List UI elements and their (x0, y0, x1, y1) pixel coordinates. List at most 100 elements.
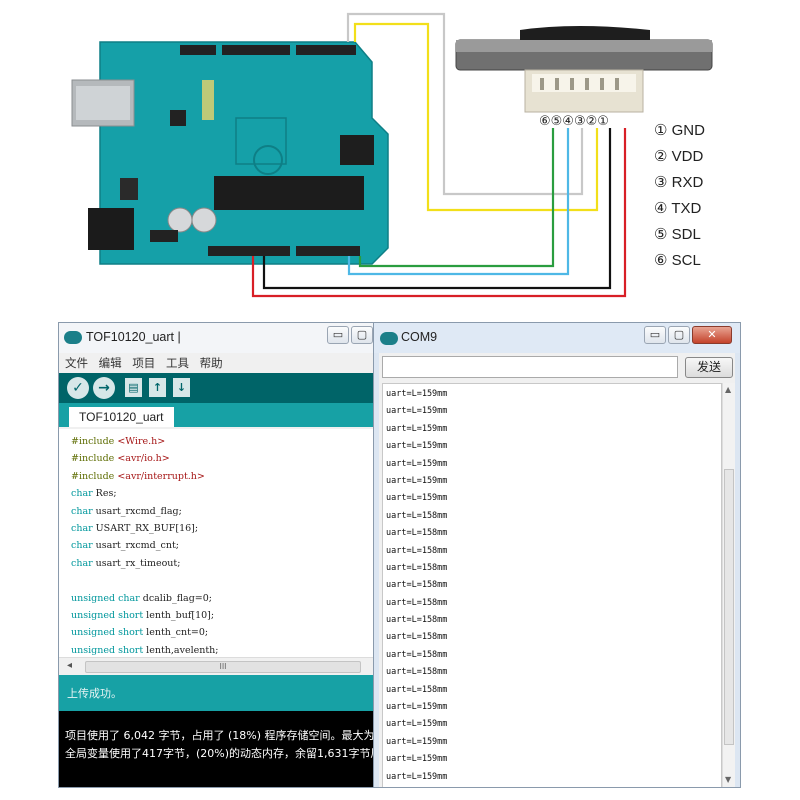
serial-line: uart=L=158mm (386, 510, 448, 521)
save-icon[interactable]: ↓ (173, 378, 190, 397)
arduino-logo-icon (64, 331, 82, 344)
code-type: unsigned short (71, 627, 144, 639)
wire-yellow (353, 22, 599, 212)
send-input[interactable] (382, 356, 678, 378)
arduino-board (71, 41, 389, 265)
code-text: lenth_cnt=0; (143, 627, 209, 639)
code-line: unsigned char dcalib_flag=0; (71, 590, 375, 607)
tof-sensor-module: ⑥⑤④③②① (455, 26, 713, 129)
maximize-button[interactable]: ▢ (351, 326, 373, 344)
ide-console: 项目使用了 6,042 字节，占用了 (18%) 程序存储空间。最大为 全局变量… (59, 711, 375, 787)
serial-line: uart=L=159mm (386, 458, 448, 469)
verify-icon[interactable]: ✓ (67, 377, 89, 399)
code-text: usart_rxcmd_flag; (92, 505, 182, 517)
open-icon[interactable]: ↑ (149, 378, 166, 397)
serial-line: uart=L=159mm (386, 406, 448, 417)
ide-statusbar: 上传成功。 (59, 675, 375, 711)
code-line: char USART_RX_BUF[16]; (71, 520, 375, 537)
code-text: lenth,avelenth; (143, 644, 219, 656)
code-type: char (71, 522, 93, 534)
wire-red (251, 128, 627, 298)
serial-output: uart=L=159mm uart=L=159mm uart=L=159mm uart… (382, 383, 722, 787)
ide-titlebar: TOF10120_uart | ▭ ▢ (59, 323, 375, 353)
vertical-scrollbar[interactable]: ▲ ▼ (722, 383, 735, 787)
code-line: #include <avr/io.h> (71, 450, 375, 467)
upload-status: 上传成功。 (67, 687, 122, 700)
connector-pin-numbers: ⑥⑤④③②① (539, 114, 609, 129)
serial-line: uart=L=158mm (386, 632, 448, 643)
wiring-diagram: ⑥⑤④③②① ① GND ② VDD ③ RXD ④ TXD ⑤ SDL ⑥ S… (0, 0, 800, 315)
arduino-ide-window: TOF10120_uart | ▭ ▢ 文件 编辑 项目 工具 帮助 ✓ → ▤… (58, 322, 376, 788)
minimize-button[interactable]: ▭ (327, 326, 349, 344)
serial-line: uart=L=159mm (386, 441, 448, 452)
serial-line: uart=L=159mm (386, 493, 448, 504)
horizontal-scrollbar[interactable]: ◂ III (59, 657, 375, 675)
code-include-path: <avr/io.h> (117, 453, 170, 465)
wire-green (358, 128, 555, 268)
code-line (71, 572, 375, 589)
code-directive: #include (71, 453, 115, 465)
code-line: unsigned short lenth_buf[10]; (71, 607, 375, 624)
send-button[interactable]: 发送 (685, 357, 733, 378)
wire-blue (347, 128, 570, 276)
code-editor[interactable]: #include <Wire.h>#include <avr/io.h>#inc… (59, 429, 375, 657)
wire-grey (346, 12, 584, 196)
code-text: lenth_buf[10]; (143, 609, 215, 621)
code-line: char usart_rxcmd_cnt; (71, 537, 375, 554)
ide-toolbar: ✓ → ▤ ↑ ↓ (59, 373, 375, 403)
serial-line: uart=L=158mm (386, 580, 448, 591)
scrollbar-thumb[interactable] (724, 469, 734, 745)
code-type: unsigned short (71, 609, 144, 621)
scroll-down-icon[interactable]: ▼ (725, 775, 732, 784)
code-line: char usart_rx_timeout; (71, 555, 375, 572)
serial-line: uart=L=158mm (386, 545, 448, 556)
code-line: unsigned short lenth_cnt=0; (71, 624, 375, 641)
close-button[interactable]: ✕ (692, 326, 732, 344)
menu-help[interactable]: 帮助 (199, 356, 223, 370)
code-directive: #include (71, 470, 115, 482)
upload-icon[interactable]: → (93, 377, 115, 399)
code-type: char (71, 488, 93, 500)
code-type: char (71, 540, 93, 552)
serial-line: uart=L=159mm (386, 736, 448, 747)
serial-line: uart=L=159mm (386, 702, 448, 713)
code-include-path: <avr/interrupt.h> (117, 470, 205, 482)
ide-menubar: 文件 编辑 项目 工具 帮助 (59, 353, 375, 373)
serial-line: uart=L=158mm (386, 684, 448, 695)
new-icon[interactable]: ▤ (125, 378, 142, 397)
com-window-title: COM9 (401, 330, 438, 344)
serial-line: uart=L=159mm (386, 754, 448, 765)
minimize-button[interactable]: ▭ (644, 326, 666, 344)
serial-line: uart=L=159mm (386, 423, 448, 434)
code-text: dcalib_flag=0; (139, 592, 212, 604)
menu-edit[interactable]: 编辑 (98, 356, 122, 370)
serial-line: uart=L=158mm (386, 649, 448, 660)
wire-black (262, 128, 612, 290)
scroll-left-icon[interactable]: ◂ (67, 660, 73, 671)
code-text: Res; (92, 488, 117, 500)
code-text: USART_RX_BUF[16]; (92, 522, 199, 534)
menu-file[interactable]: 文件 (65, 356, 88, 370)
console-line: 全局变量使用了417字节，(20%)的动态内存，余留1,631字节局部 (65, 747, 375, 760)
com-titlebar: COM9 ▭ ▢ ✕ (374, 323, 740, 353)
code-line: #include <avr/interrupt.h> (71, 468, 375, 485)
pin-label-sdl: ⑤ SDL (654, 226, 701, 243)
code-type: char (71, 557, 93, 569)
wires (251, 12, 627, 298)
pin-label-rxd: ③ RXD (654, 174, 704, 191)
tab-sketch[interactable]: TOF10120_uart (69, 407, 174, 427)
wiring-svg: ⑥⑤④③②① (71, 12, 713, 298)
maximize-button[interactable]: ▢ (668, 326, 690, 344)
pin-label-vdd: ② VDD (654, 148, 704, 165)
ide-tabbar: TOF10120_uart (59, 403, 375, 427)
code-line: char usart_rxcmd_flag; (71, 503, 375, 520)
menu-tools[interactable]: 工具 (165, 356, 189, 370)
pin-label-scl: ⑥ SCL (654, 252, 701, 269)
console-line: 项目使用了 6,042 字节，占用了 (18%) 程序存储空间。最大为 (65, 729, 375, 742)
scrollbar-thumb[interactable]: III (85, 661, 361, 673)
scroll-up-icon[interactable]: ▲ (725, 385, 732, 394)
menu-sketch[interactable]: 项目 (132, 356, 156, 370)
serial-line: uart=L=158mm (386, 562, 448, 573)
